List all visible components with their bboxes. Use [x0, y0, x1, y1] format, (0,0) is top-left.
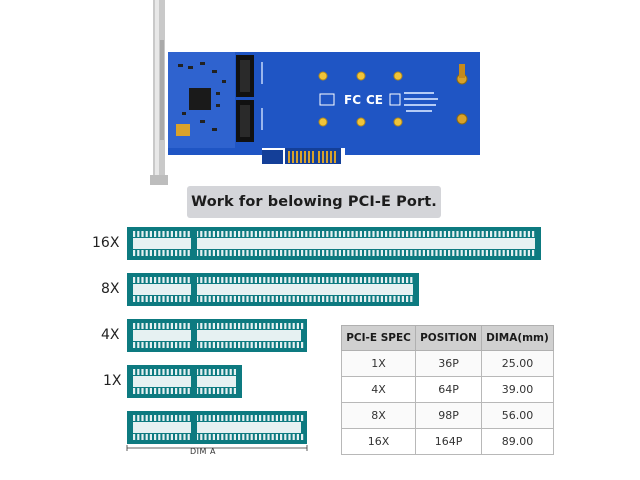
slot-pins-top — [133, 369, 236, 375]
slot-key — [191, 275, 197, 304]
spec-header-pcie-spec: PCI-E SPEC — [340, 325, 417, 351]
slot-pins-top — [133, 415, 304, 421]
slot-pins-bottom — [133, 296, 413, 302]
pcie-slot-3 — [127, 319, 307, 352]
slot-pins-bottom — [133, 250, 535, 256]
dim-a-label: DIM A — [190, 447, 216, 456]
table-cell: 39.00 — [480, 376, 555, 403]
spec-table-header-row: PCI-E SPEC POSITION DIMA(mm) — [340, 325, 555, 351]
table-row: 1X 36P 25.00 — [340, 350, 555, 377]
slot-key — [191, 367, 197, 396]
slot-pins-top — [133, 323, 304, 329]
pcie-slot-4 — [127, 365, 242, 398]
slot-channel — [133, 376, 236, 387]
adapter-card-illustration: FC CE — [150, 0, 480, 185]
table-row: 8X 98P 56.00 — [340, 402, 555, 429]
table-cell: 4X — [340, 376, 417, 403]
pcb-board: FC CE — [168, 52, 480, 164]
pcie-slot-5 — [127, 411, 307, 444]
slot-key — [191, 321, 197, 350]
fc-logo: FC — [344, 93, 361, 107]
slot-label-1x: 1X — [103, 373, 122, 389]
table-cell: 1X — [340, 350, 417, 377]
table-cell: 8X — [340, 402, 417, 429]
table-row: 16X 164P 89.00 — [340, 428, 555, 455]
slot-label-16x: 16X — [92, 235, 120, 251]
table-row: 4X 64P 39.00 — [340, 376, 555, 403]
metal-bracket — [150, 0, 168, 185]
table-cell: 164P — [415, 428, 482, 455]
slot-channel — [133, 238, 535, 249]
pcie-slot-2 — [127, 273, 419, 306]
compatibility-banner: Work for belowing PCI-E Port. — [187, 186, 441, 218]
slot-label-4x: 4X — [101, 327, 120, 343]
table-cell: 64P — [415, 376, 482, 403]
dim-a-dimension-line — [126, 445, 308, 451]
m2-connector-bottom — [236, 100, 254, 142]
slot-key — [191, 229, 197, 258]
table-cell: 25.00 — [480, 350, 555, 377]
pcie-slot-1 — [127, 227, 541, 260]
table-cell: 89.00 — [480, 428, 555, 455]
gold-fingers — [262, 148, 341, 164]
table-cell: 16X — [340, 428, 417, 455]
controller-chip — [189, 88, 211, 110]
slot-pins-top — [133, 277, 413, 283]
table-cell: 56.00 — [480, 402, 555, 429]
slot-pins-bottom — [133, 342, 304, 348]
slot-pins-top — [133, 231, 535, 237]
slot-channel — [133, 422, 301, 433]
ce-logo: CE — [366, 93, 383, 107]
slot-channel — [133, 284, 413, 295]
table-cell: 36P — [415, 350, 482, 377]
slot-key — [191, 413, 197, 442]
table-cell: 98P — [415, 402, 482, 429]
pcie-spec-table: PCI-E SPEC POSITION DIMA(mm) 1X 36P 25.0… — [340, 325, 555, 455]
spec-header-position: POSITION — [415, 325, 482, 351]
m2-connector-top — [236, 55, 254, 97]
slot-pins-bottom — [133, 434, 304, 440]
spec-header-dima: DIMA(mm) — [480, 325, 555, 351]
slot-label-8x: 8X — [101, 281, 120, 297]
slot-channel — [133, 330, 301, 341]
